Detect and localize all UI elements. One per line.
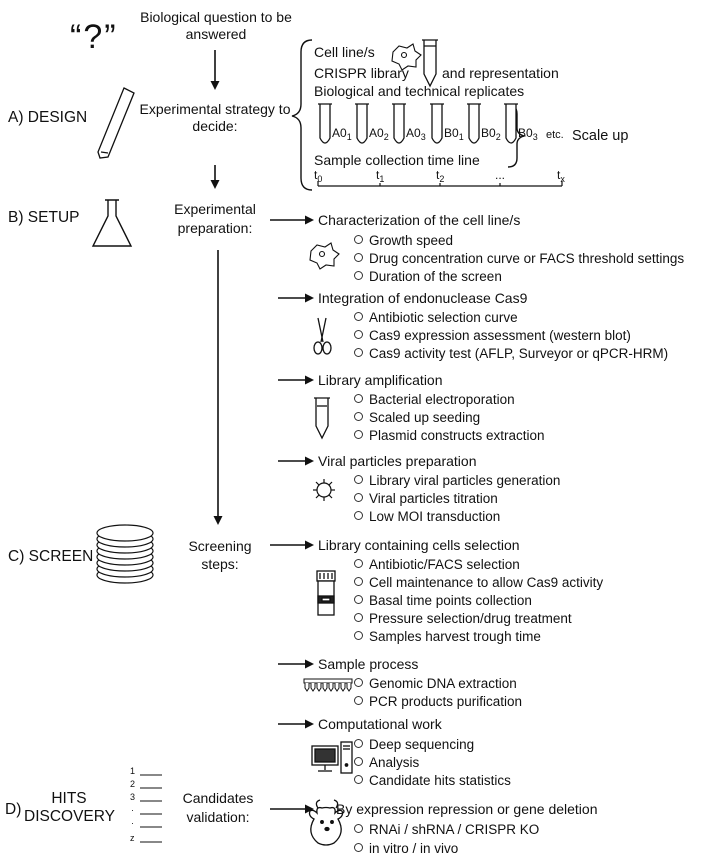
section-3-item-1: Bacterial electroporation: [354, 391, 515, 408]
scale-up-label: Scale up: [572, 128, 629, 144]
section-4-item-3: Low MOI transduction: [354, 508, 500, 525]
step-strategy-line-2: decide:: [192, 118, 238, 134]
timepoint-0: t0: [314, 168, 323, 184]
section-1-title: Characterization of the cell line/s: [318, 212, 521, 228]
ranking-list-lines: [140, 774, 162, 843]
section-1-item-1: Growth speed: [354, 232, 453, 249]
tube-label-b01: B01: [444, 126, 464, 142]
section-6-title: Sample process: [318, 656, 419, 672]
design-representation: and representation: [442, 65, 559, 81]
library-tube-icon: [422, 39, 438, 88]
step-screening-line-1: Screening: [188, 538, 252, 554]
section-4-title: Viral particles preparation: [318, 453, 477, 469]
replicate-tubes: [318, 103, 518, 144]
section-4-item-1: Library viral particles generation: [354, 472, 560, 489]
sample-tube-icon: [316, 570, 336, 616]
section-7-item-2: Analysis: [354, 754, 419, 771]
question-text-line-2: answered: [185, 26, 247, 42]
design-replicates: Biological and technical replicates: [314, 83, 525, 99]
section-2-item-2: Cas9 expression assessment (western blot…: [354, 327, 631, 344]
stage-hits-line-1: HITS: [51, 790, 87, 807]
sample-timeline: [317, 181, 563, 187]
question-mark: “?”: [70, 18, 118, 56]
rank-1: 1: [130, 766, 136, 776]
tube-label-a03: A03: [406, 126, 426, 142]
step-screening-line-2: steps:: [201, 556, 239, 572]
section-5-item-2: Cell maintenance to allow Cas9 activity: [354, 574, 603, 591]
tube-label-a02: A02: [369, 126, 389, 142]
step-strategy-line-1: Experimental strategy to: [139, 101, 291, 117]
section-5-item-1: Antibiotic/FACS selection: [354, 556, 520, 573]
design-crispr-library: CRISPR library: [314, 65, 409, 81]
section-8-item-1: RNAi / shRNA / CRISPR KO: [354, 821, 539, 838]
section-2-item-3: Cas9 activity test (AFLP, Surveyor or qP…: [354, 345, 668, 362]
rank-z: z: [130, 833, 135, 843]
rank-3: 3: [130, 792, 136, 802]
section-3-item-3: Plasmid constructs extraction: [354, 427, 545, 444]
design-cell-line: Cell line/s: [314, 44, 375, 60]
rank-2: 2: [130, 779, 136, 789]
section-7-title: Computational work: [318, 716, 442, 732]
step-preparation-line-1: Experimental: [174, 201, 256, 217]
scissors-icon: [313, 317, 332, 355]
section-5-item-5: Samples harvest trough time: [354, 628, 541, 645]
timepoint-1: t1: [376, 168, 385, 184]
timeline-label: Sample collection time line: [314, 152, 480, 168]
tube-label-a01: A01: [332, 126, 352, 142]
step-validation-line-2: validation:: [186, 809, 250, 825]
cell-icon: [309, 242, 340, 270]
step-validation-line-1: Candidates: [182, 790, 254, 806]
stage-hits-prefix: D): [5, 801, 22, 818]
stage-setup: B) SETUP: [8, 209, 80, 226]
section-5-title: Library containing cells selection: [318, 537, 520, 553]
section-2-title: Integration of endonuclease Cas9: [318, 290, 528, 306]
virus-icon: [313, 479, 335, 501]
section-2-item-1: Antibiotic selection curve: [354, 309, 518, 326]
tube-etc: etc.: [546, 129, 564, 141]
stage-screen: C) SCREEN: [8, 548, 94, 565]
pcr-strip-icon: [303, 678, 353, 692]
timepoint-2: t2: [436, 168, 445, 184]
section-8-title: By expression repression or gene deletio…: [336, 801, 598, 817]
section-6-item-2: PCR products purification: [354, 693, 522, 710]
section-5-item-4: Pressure selection/drug treatment: [354, 610, 572, 627]
section-7-item-1: Deep sequencing: [354, 736, 474, 753]
rank-dot-2: ·: [131, 818, 134, 828]
tube-label-b02: B02: [481, 126, 501, 142]
question-text-line-1: Biological question to be: [140, 9, 292, 25]
timepoint-x: tx: [557, 168, 565, 184]
timepoint-ellipsis: ...: [495, 168, 506, 182]
computer-icon: [311, 741, 353, 774]
cell-line-icon: [391, 43, 422, 71]
section-6-item-1: Genomic DNA extraction: [354, 675, 517, 692]
flask-icon: [91, 199, 133, 247]
section-7-item-3: Candidate hits statistics: [354, 772, 511, 789]
mouse-icon: [308, 799, 344, 846]
design-left-brace: [291, 39, 313, 191]
tube-icon: [314, 397, 330, 440]
section-1-item-3: Duration of the screen: [354, 268, 502, 285]
rank-dot-1: ·: [131, 805, 134, 815]
step-preparation-line-2: preparation:: [177, 220, 253, 236]
petri-dish-stack-icon: [96, 524, 154, 584]
section-3-title: Library amplification: [318, 372, 443, 388]
section-5-item-3: Basal time points collection: [354, 592, 532, 609]
section-8-item-2: in vitro / in vivo: [354, 840, 458, 857]
tube-label-b03: B03: [518, 126, 538, 142]
section-3-item-2: Scaled up seeding: [354, 409, 480, 426]
section-1-item-2: Drug concentration curve or FACS thresho…: [354, 250, 684, 267]
section-4-item-2: Viral particles titration: [354, 490, 498, 507]
pencil-icon: [97, 87, 135, 159]
stage-design: A) DESIGN: [8, 109, 88, 126]
stage-hits-line-2: DISCOVERY: [24, 808, 116, 825]
